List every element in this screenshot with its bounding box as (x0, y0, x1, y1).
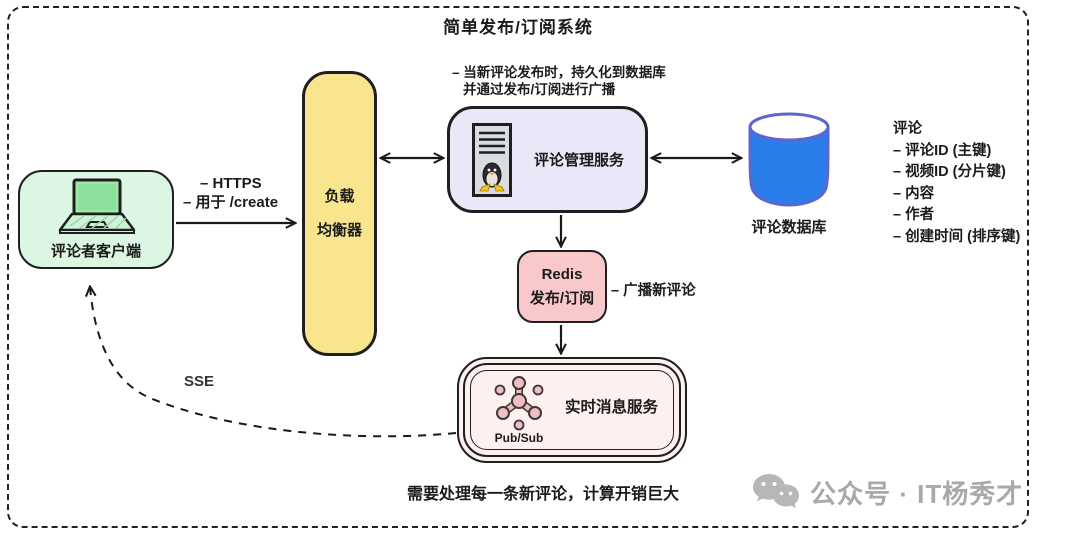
comment-service-label: 评论管理服务 (534, 152, 625, 169)
schema-item: – 内容 (893, 185, 935, 202)
realtime-service-border-mid: Pub/Sub 实时消息服务 (463, 363, 681, 457)
pubsub-caption: Pub/Sub (494, 431, 544, 445)
database-node (744, 110, 834, 215)
linux-server-icon (472, 122, 512, 197)
comment-service-note: – 当新评论发布时，持久化到数据库 并通过发布/订阅进行广播 (452, 64, 666, 98)
broadcast-edge-label: – 广播新评论 (611, 283, 696, 299)
diagram-border (7, 6, 1029, 528)
wechat-icon (753, 474, 799, 508)
redis-label-line1: Redis (541, 265, 583, 283)
realtime-service-border-inner: Pub/Sub 实时消息服务 (470, 370, 674, 450)
https-label-line1: – HTTPS (200, 175, 262, 192)
comment-service-note-line2: 并通过发布/订阅进行广播 (463, 82, 616, 97)
schema-title: 评论 (893, 121, 922, 137)
https-label-line2: – 用于 /create (183, 194, 279, 211)
pubsub-hub-icon (494, 376, 544, 431)
realtime-service-label: 实时消息服务 (565, 399, 659, 416)
bottom-note: 需要处理每一条新评论，计算开销巨大 (407, 486, 680, 503)
edge-label-https: – HTTPS – 用于 /create (183, 174, 278, 212)
comment-service-node: 评论管理服务 (447, 106, 648, 213)
sse-edge-label: SSE (184, 373, 215, 390)
comment-service-note-line1: – 当新评论发布时，持久化到数据库 (452, 65, 666, 80)
database-label: 评论数据库 (751, 219, 827, 236)
load-balancer-label-line1: 负载 (324, 187, 355, 205)
schema-item: – 作者 (893, 207, 935, 223)
database-cylinder-icon (748, 112, 830, 207)
schema-item: – 评论ID (主键) (893, 142, 992, 159)
laptop-icon (58, 178, 136, 234)
schema-item: – 视频ID (分片键) (893, 164, 1006, 180)
load-balancer-node: 负载 均衡器 (302, 71, 377, 356)
redis-node: Redis 发布/订阅 (517, 250, 607, 323)
schema-item: – 创建时间 (排序键) (893, 228, 1021, 245)
comment-schema-list: 评论 – 评论ID (主键) – 视频ID (分片键) – 内容 – 作者 – … (893, 119, 1020, 248)
diagram-title: 简单发布/订阅系统 (443, 18, 593, 37)
realtime-service-node: Pub/Sub 实时消息服务 (457, 357, 687, 463)
client-node: 评论者客户端 (18, 170, 174, 269)
redis-label-line2: 发布/订阅 (529, 289, 595, 307)
load-balancer-label-line2: 均衡器 (316, 221, 362, 239)
watermark: 公众号 · IT杨秀才 (752, 472, 1023, 512)
watermark-text: 公众号 · IT杨秀才 (810, 478, 1024, 509)
client-label: 评论者客户端 (50, 243, 141, 260)
pubsub-icon-group: Pub/Sub (487, 375, 551, 445)
